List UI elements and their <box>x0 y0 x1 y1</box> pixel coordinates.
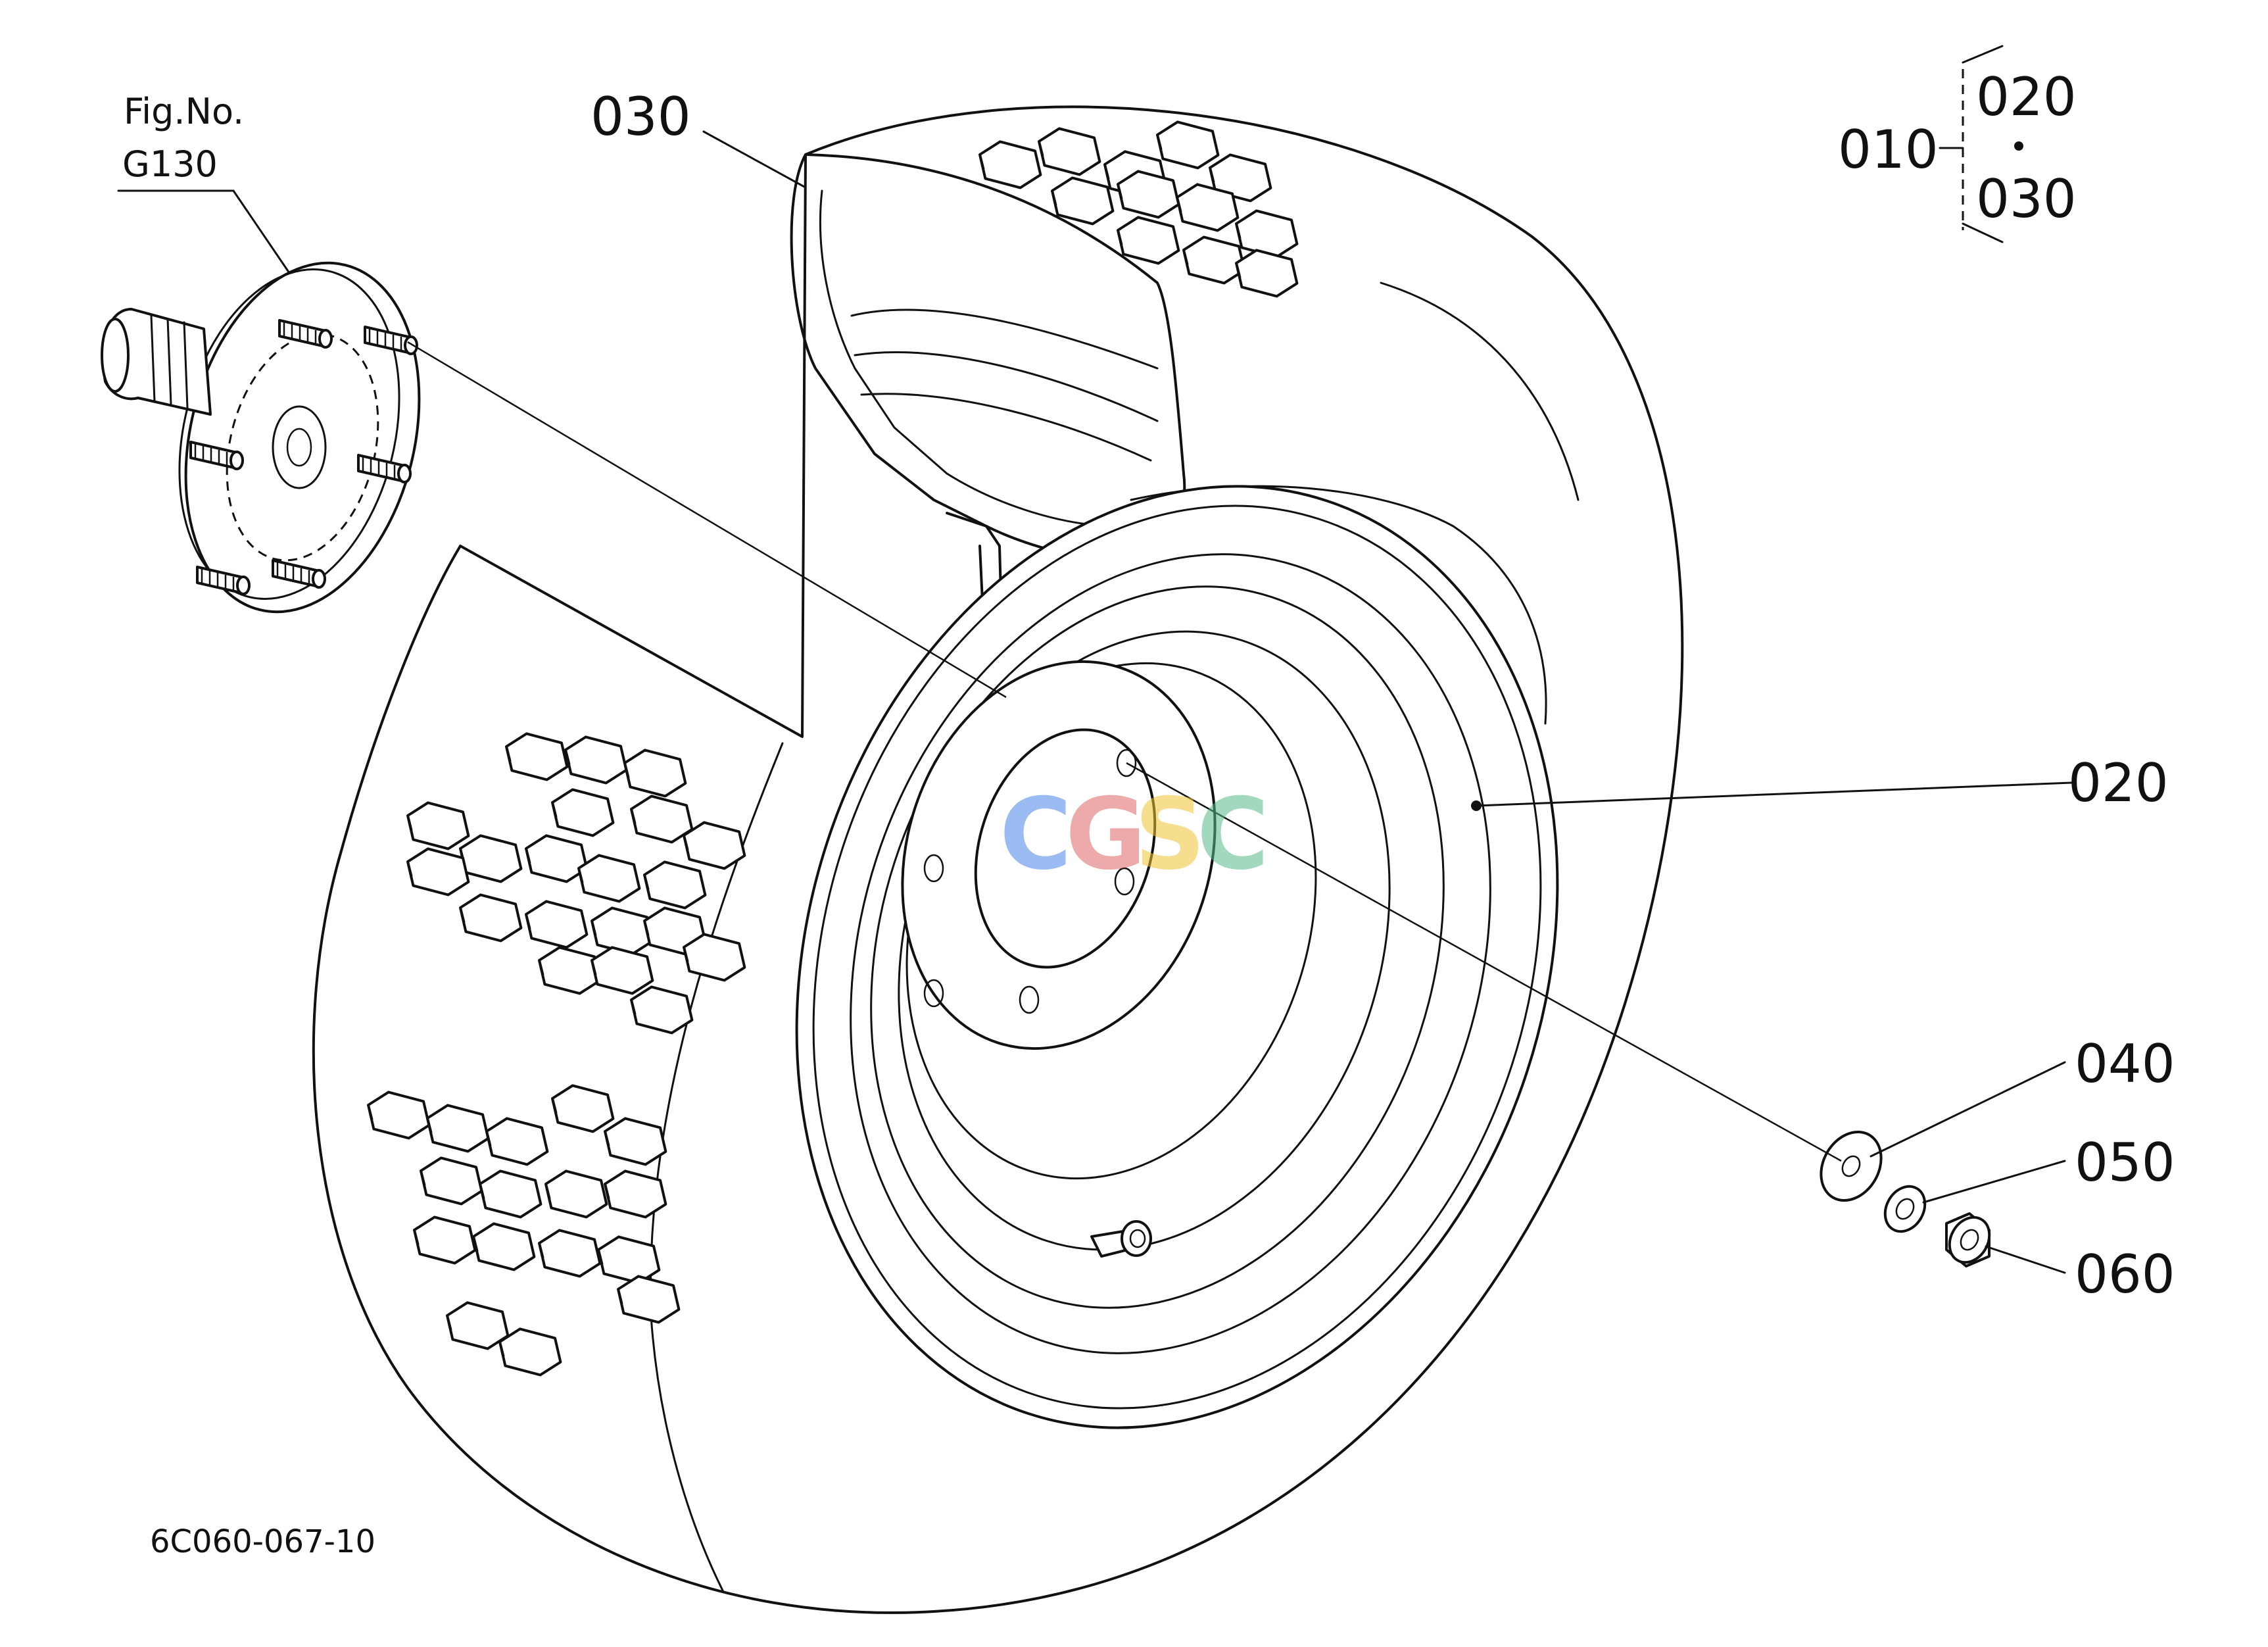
watermark-letter: C <box>1197 777 1269 892</box>
tread-lug <box>406 847 470 897</box>
tread-lug <box>683 821 746 870</box>
stud-end <box>229 451 244 470</box>
tread-lug <box>604 1117 667 1166</box>
fig-no-value: G130 <box>122 143 218 185</box>
nut-060 <box>1945 1212 1991 1267</box>
tread-lug <box>1156 120 1220 170</box>
part-label-040: 040 <box>2075 1033 2175 1094</box>
hub-assembly <box>101 261 421 614</box>
watermark-letter: G <box>1065 777 1146 892</box>
tread-lug <box>1117 216 1180 265</box>
tread-lug <box>459 834 523 883</box>
stud-end <box>312 569 326 589</box>
bracket-child-top-label: 020 <box>1976 66 2077 128</box>
tread-lug <box>1038 127 1101 176</box>
tread-lug <box>551 788 615 837</box>
tread-lug <box>1235 249 1299 298</box>
tread-lug <box>406 801 470 850</box>
tread-lug <box>643 860 707 910</box>
part-label-060: 060 <box>2075 1244 2175 1305</box>
assembly-bracket <box>1939 45 2023 243</box>
bracket-child-bottom-label: 030 <box>1976 168 2077 230</box>
part-label-020: 020 <box>2068 752 2169 814</box>
tread-lug <box>538 1229 602 1278</box>
part-label-050: 050 <box>2075 1132 2175 1193</box>
tread-lug <box>505 732 569 781</box>
tread-lug <box>525 900 589 949</box>
tread-lugs <box>367 120 1299 1377</box>
tread-lug <box>472 1222 536 1271</box>
tread-lug <box>683 933 746 982</box>
tread-lug <box>446 1301 510 1350</box>
tread-lug <box>413 1216 477 1265</box>
tread-lug <box>604 1169 667 1219</box>
leader-lines <box>117 130 2073 1274</box>
tread-lug <box>577 854 641 903</box>
tread-lug <box>1051 176 1115 226</box>
tread-lug <box>1235 209 1299 258</box>
tread-lug <box>420 1156 483 1206</box>
tread-lug <box>617 1275 681 1324</box>
tread-lug <box>1117 170 1180 219</box>
tread-lug <box>591 946 654 995</box>
tread-lug <box>485 1117 549 1166</box>
tread-lug <box>1182 235 1246 285</box>
tread-lug <box>623 749 687 798</box>
tread-lug <box>459 893 523 943</box>
lock-washer-050 <box>1883 1185 1927 1233</box>
tread-lug <box>597 1235 661 1285</box>
tread-lug <box>426 1104 490 1153</box>
tread-lug <box>538 946 602 995</box>
stud-end <box>397 464 412 483</box>
tread-lug <box>630 985 694 1035</box>
tread-lug <box>498 1327 562 1377</box>
tread-lug <box>591 906 654 956</box>
tread-lug <box>479 1169 543 1219</box>
watermark-logo: C G S C <box>1000 777 1269 892</box>
wheel-rim-020 <box>795 485 1559 1429</box>
stud-end <box>404 335 418 355</box>
tread-lug <box>1176 183 1240 232</box>
tread-lug <box>367 1091 431 1140</box>
watermark-letter: C <box>1000 777 1072 892</box>
tread-lug <box>551 1084 615 1133</box>
tread-lug <box>544 1169 608 1219</box>
part-label-030: 030 <box>591 86 691 147</box>
valve-stem <box>1090 1220 1152 1258</box>
washer-040 <box>1820 1130 1883 1202</box>
fig-no-label: Fig.No. <box>124 91 244 132</box>
bracket-parent-label: 010 <box>1838 119 1939 180</box>
tread-lug <box>978 140 1042 189</box>
tread-lug <box>525 834 589 883</box>
stud-end <box>236 576 251 595</box>
stud-end <box>318 329 333 349</box>
watermark-letter: S <box>1134 777 1205 892</box>
tread-lug <box>564 735 628 785</box>
drawing-code: 6C060-067-10 <box>150 1523 375 1560</box>
